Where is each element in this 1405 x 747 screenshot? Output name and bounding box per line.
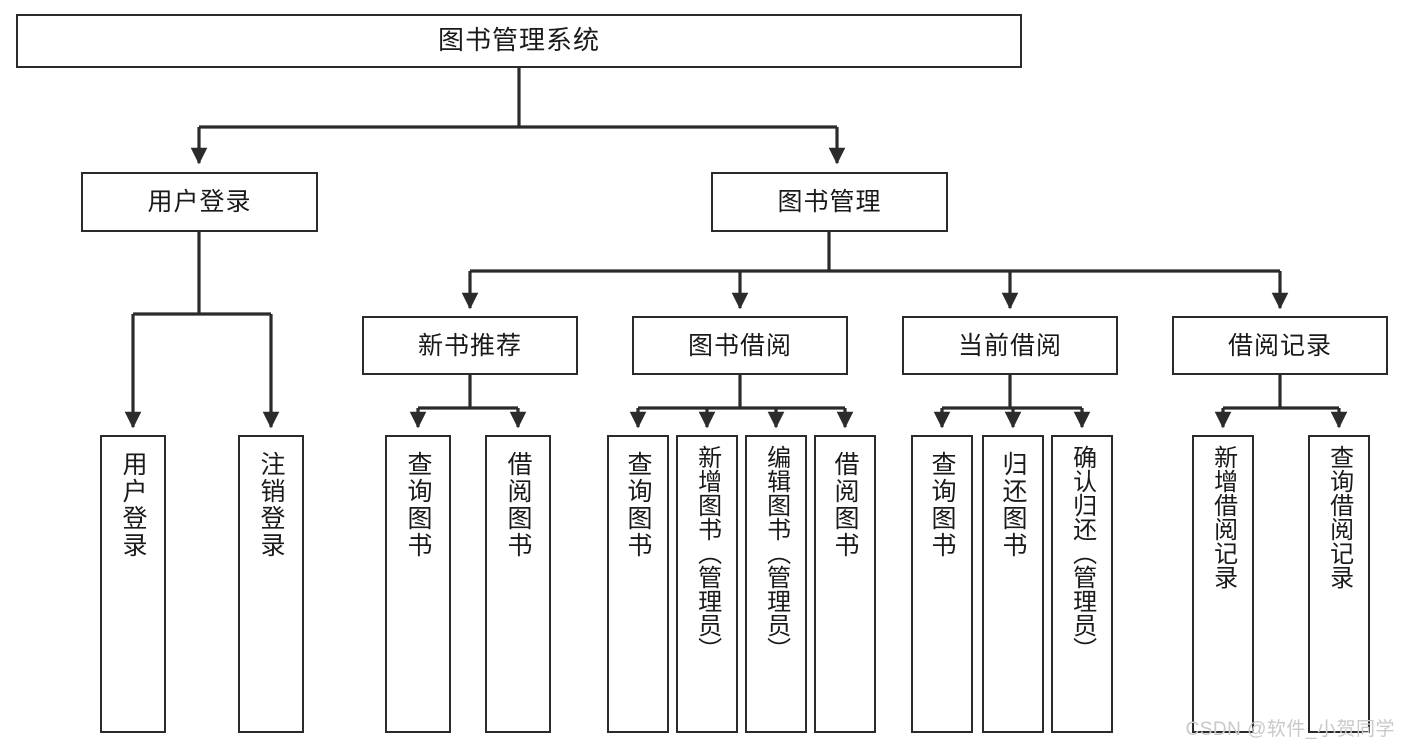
leaf-query-book-recommend-label: 查询图书 (404, 451, 432, 559)
leaf-query-borrow-record-label: 查询借阅记录 (1325, 445, 1353, 589)
leaf-borrow-book-label: 借阅图书 (831, 451, 859, 559)
node-current-borrow-label: 当前借阅 (957, 331, 1062, 360)
leaf-return-book[interactable]: 归还图书 (982, 435, 1044, 733)
leaf-edit-book-admin[interactable]: 编辑图书（管理员） (745, 435, 807, 733)
leaf-add-borrow-record-label: 新增借阅记录 (1209, 445, 1237, 589)
leaf-user-login-label: 用户登录 (119, 451, 147, 559)
node-book-management-label: 图书管理 (777, 188, 882, 216)
leaf-query-borrow-record[interactable]: 查询借阅记录 (1308, 435, 1370, 733)
leaf-borrow-book[interactable]: 借阅图书 (814, 435, 876, 733)
leaf-logout-login[interactable]: 注销登录 (238, 435, 304, 733)
leaf-query-book-current[interactable]: 查询图书 (911, 435, 973, 733)
node-book-borrow-label: 图书借阅 (687, 331, 792, 360)
leaf-add-book-admin-label: 新增图书（管理员） (693, 445, 721, 661)
node-book-management[interactable]: 图书管理 (711, 172, 948, 232)
leaf-query-book-recommend[interactable]: 查询图书 (385, 435, 451, 733)
leaf-logout-login-label: 注销登录 (257, 451, 285, 559)
leaf-edit-book-admin-label: 编辑图书（管理员） (762, 445, 790, 661)
node-current-borrow[interactable]: 当前借阅 (902, 316, 1118, 375)
leaf-confirm-return-admin[interactable]: 确认归还（管理员） (1051, 435, 1113, 733)
watermark: CSDN @软件_小贺同学 (1185, 719, 1395, 740)
leaf-borrow-book-recommend[interactable]: 借阅图书 (485, 435, 551, 733)
leaf-user-login[interactable]: 用户登录 (100, 435, 166, 733)
node-borrow-record-label: 借阅记录 (1227, 331, 1332, 360)
leaf-query-book-borrow[interactable]: 查询图书 (607, 435, 669, 733)
node-root-system[interactable]: 图书管理系统 (16, 14, 1022, 68)
node-borrow-record[interactable]: 借阅记录 (1172, 316, 1388, 375)
node-book-borrow[interactable]: 图书借阅 (632, 316, 848, 375)
leaf-add-book-admin[interactable]: 新增图书（管理员） (676, 435, 738, 733)
node-root-label: 图书管理系统 (437, 25, 600, 56)
node-user-login-label: 用户登录 (147, 188, 252, 216)
node-user-login[interactable]: 用户登录 (81, 172, 318, 232)
leaf-borrow-book-recommend-label: 借阅图书 (504, 451, 532, 559)
leaf-add-borrow-record[interactable]: 新增借阅记录 (1192, 435, 1254, 733)
node-new-book-recommend-label: 新书推荐 (417, 331, 522, 360)
leaf-query-book-borrow-label: 查询图书 (624, 451, 652, 559)
node-new-book-recommend[interactable]: 新书推荐 (362, 316, 578, 375)
leaf-confirm-return-admin-label: 确认归还（管理员） (1068, 445, 1096, 661)
leaf-query-book-current-label: 查询图书 (928, 451, 956, 559)
leaf-return-book-label: 归还图书 (999, 451, 1027, 559)
